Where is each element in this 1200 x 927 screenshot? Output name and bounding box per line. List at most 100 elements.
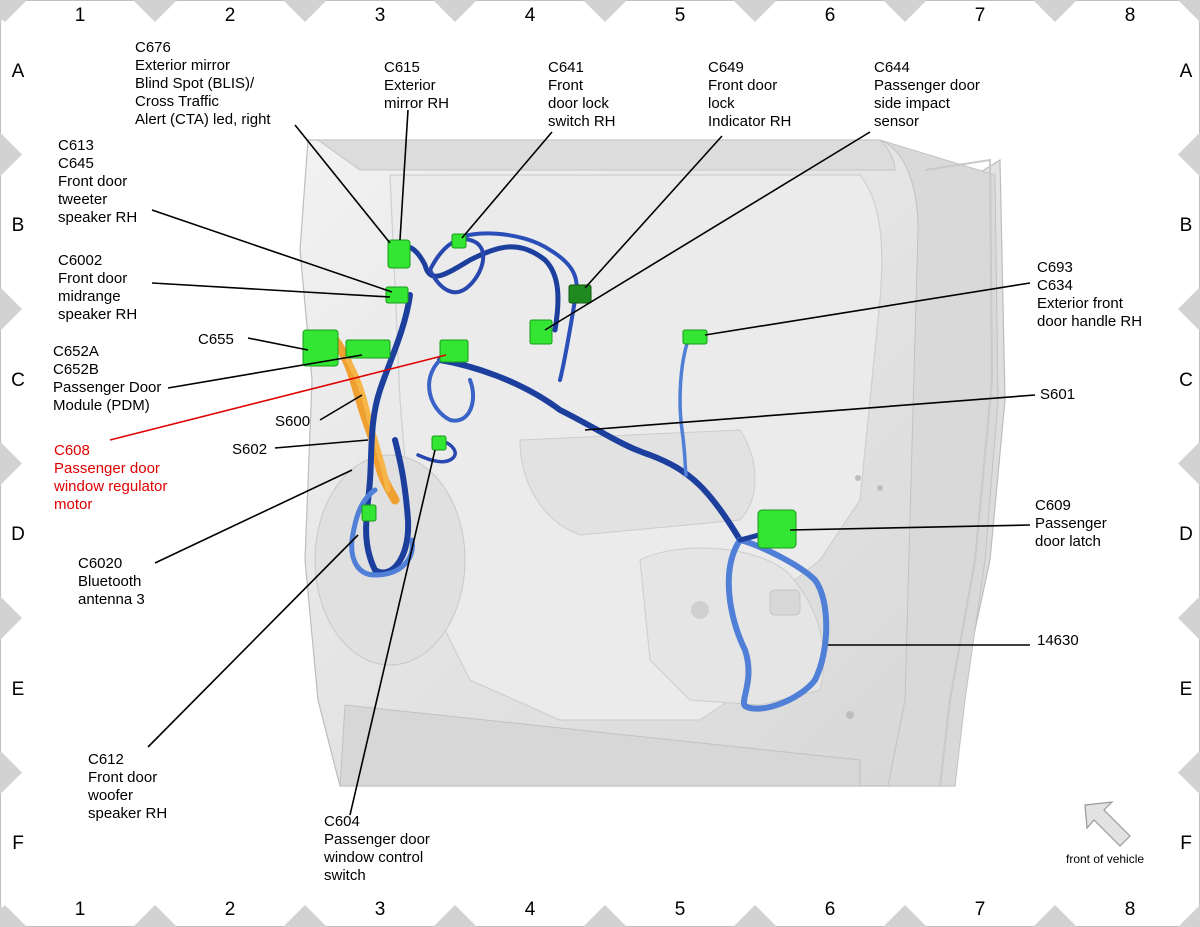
grid-marker	[1178, 596, 1200, 640]
label-c609: C609 Passenger door latch	[1035, 497, 1111, 550]
row-label: E	[12, 679, 25, 700]
connector-c655	[302, 329, 339, 367]
row-label: A	[12, 61, 25, 82]
leader-c615	[399, 109, 409, 241]
leader-c649	[584, 135, 723, 289]
leader-c652	[167, 354, 363, 389]
leader-c693	[704, 282, 1031, 336]
label-s600: S600	[275, 413, 310, 430]
row-label: D	[1179, 524, 1193, 545]
label-s601: S601	[1040, 386, 1075, 403]
col-label: 3	[375, 5, 386, 26]
leader-c644	[544, 131, 871, 331]
leader-c676	[294, 124, 391, 244]
col-label: 2	[225, 899, 236, 920]
grid-marker	[583, 0, 627, 22]
row-labels-right: A B C D E F	[1179, 61, 1193, 854]
label-c693: C693 C634 Exterior front door handle RH	[1037, 259, 1142, 330]
label-c6020: C6020 Bluetooth antenna 3	[78, 555, 146, 608]
col-label: 4	[525, 5, 536, 26]
leader-s600	[319, 394, 363, 421]
row-labels-left: A B C D E F	[11, 61, 25, 854]
row-label: F	[12, 833, 24, 854]
col-label: 8	[1125, 899, 1136, 920]
label-harness-14630: 14630	[1037, 632, 1079, 649]
connector-c652	[345, 339, 391, 359]
grid-marker	[733, 0, 777, 22]
row-label: B	[1180, 215, 1193, 236]
grid-marker	[1178, 287, 1200, 331]
connector-c649	[568, 284, 592, 304]
grid-marker	[1033, 0, 1077, 22]
grid-marker	[1178, 441, 1200, 486]
leader-c655	[247, 337, 309, 351]
col-label: 5	[675, 5, 686, 26]
grid-marker	[133, 0, 177, 22]
leader-lines	[109, 109, 1036, 816]
col-label: 6	[825, 899, 836, 920]
col-label: 3	[375, 899, 386, 920]
col-label: 2	[225, 5, 236, 26]
row-label: A	[1180, 61, 1193, 82]
grid-marker	[283, 905, 327, 927]
grid-marker	[433, 0, 477, 22]
connector-c613	[385, 286, 409, 304]
leader-c613	[151, 209, 393, 293]
leader-c608	[109, 354, 447, 441]
leader-c609	[789, 524, 1031, 531]
leader-s602	[274, 439, 369, 449]
grid-marker	[733, 905, 777, 927]
grid-marker	[1178, 132, 1200, 177]
row-label: E	[1180, 679, 1193, 700]
grid-marker	[283, 0, 327, 22]
grid-marker	[133, 905, 177, 927]
label-c655: C655	[198, 331, 234, 348]
col-label: 6	[825, 5, 836, 26]
grid-marker	[883, 905, 927, 927]
label-s602: S602	[232, 441, 267, 458]
grid-marker	[1178, 750, 1200, 795]
door-panel	[299, 139, 1006, 787]
col-label: 5	[675, 899, 686, 920]
label-c612: C612 Front door woofer speaker RH	[87, 751, 167, 822]
column-labels-bottom: 1 2 3 4 5 6 7 8	[75, 899, 1136, 920]
col-label: 1	[75, 5, 86, 26]
leader-c641	[461, 131, 553, 239]
label-c608: C608 Passenger door window regulator mot…	[53, 442, 172, 513]
row-label: C	[11, 370, 25, 391]
connector-c604	[431, 435, 447, 451]
col-label: 4	[525, 899, 536, 920]
front-of-vehicle-indicator: front of vehicle	[1066, 801, 1144, 866]
front-arrow-icon	[1084, 801, 1131, 847]
connector-c609	[757, 509, 797, 549]
grid-marker	[1178, 0, 1200, 22]
grid-marker	[0, 750, 22, 795]
label-c604: C604 Passenger door window control switc…	[323, 813, 434, 884]
col-label: 7	[975, 899, 986, 920]
grid-marker	[0, 287, 22, 331]
label-c641: C641 Front door lock switch RH	[548, 59, 616, 130]
column-labels-top: 1 2 3 4 5 6 7 8	[75, 5, 1136, 26]
grid-marker	[883, 0, 927, 22]
label-c6002: C6002 Front door midrange speaker RH	[58, 252, 137, 323]
label-c652: C652A C652B Passenger Door Module (PDM)	[53, 343, 166, 414]
row-label: F	[1180, 833, 1192, 854]
connector-c612	[361, 504, 377, 522]
col-label: 8	[1125, 5, 1136, 26]
connector-c644	[529, 319, 553, 345]
leader-c6020	[154, 469, 353, 564]
col-label: 1	[75, 899, 86, 920]
leader-c604	[349, 449, 436, 816]
front-of-vehicle-label: front of vehicle	[1066, 852, 1144, 866]
leader-s601	[584, 394, 1036, 431]
label-c613: C613 C645 Front door tweeter speaker RH	[58, 137, 137, 226]
leader-c6002	[151, 282, 391, 298]
connector-c693	[682, 329, 708, 345]
grid-marker	[0, 905, 22, 927]
grid-marker	[0, 596, 22, 640]
grid-marker	[433, 905, 477, 927]
grid-marker	[1033, 905, 1077, 927]
label-c676: C676 Exterior mirror Blind Spot (BLIS)/ …	[135, 39, 271, 128]
